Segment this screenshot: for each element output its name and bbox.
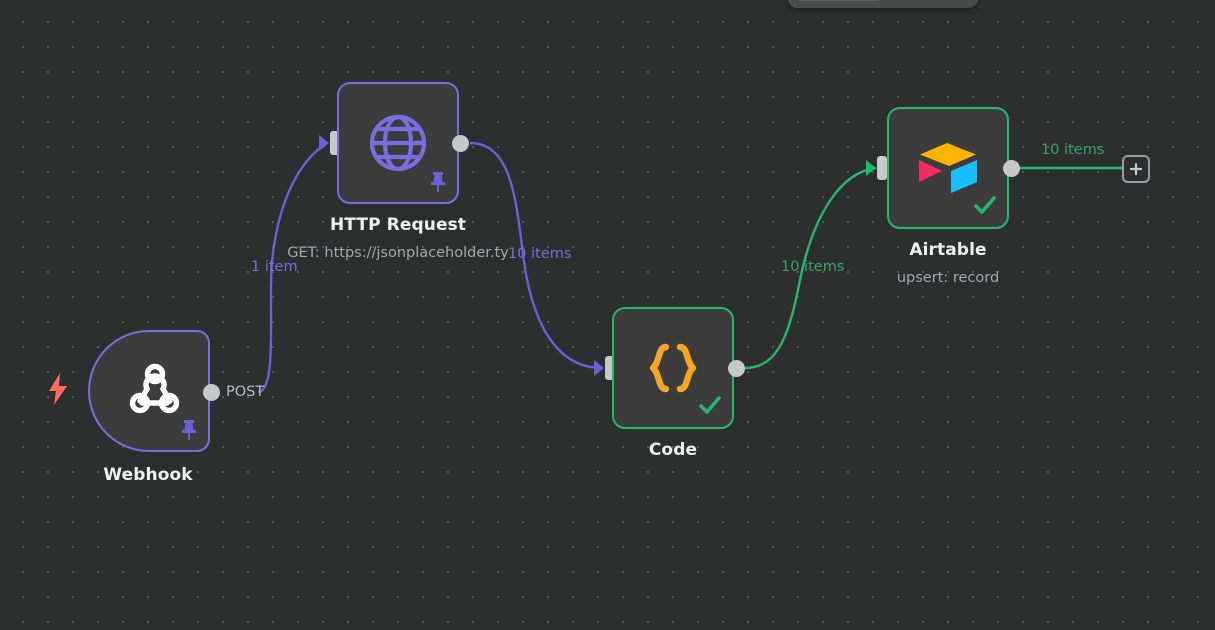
globe-icon bbox=[339, 84, 457, 202]
trigger-bolt-icon bbox=[46, 372, 70, 406]
node-label-http-request: HTTP Request bbox=[329, 215, 467, 235]
pin-icon[interactable] bbox=[180, 419, 198, 444]
airtable-icon bbox=[889, 109, 1007, 227]
node-label-code: Code bbox=[648, 440, 698, 460]
code-input-arrow bbox=[594, 360, 604, 376]
toolbar-pill bbox=[798, 0, 880, 1]
airtable-output-handle[interactable] bbox=[1003, 160, 1020, 177]
http-input-handle[interactable] bbox=[330, 131, 340, 155]
node-webhook[interactable] bbox=[88, 330, 210, 452]
node-sublabel-http-request: GET: https://jsonplaceholder.ty bbox=[287, 245, 509, 261]
pin-icon[interactable] bbox=[429, 171, 447, 196]
http-input-arrow bbox=[319, 135, 329, 151]
node-label-airtable: Airtable bbox=[909, 240, 987, 260]
edge-label-code-to-airtable: 10 items bbox=[781, 259, 845, 275]
webhook-output-handle[interactable] bbox=[203, 384, 220, 401]
edge-label-webhook-out: POST bbox=[226, 384, 265, 400]
add-node-button[interactable] bbox=[1122, 155, 1150, 183]
success-check-icon bbox=[699, 396, 721, 419]
edge-label-http-to-code: 10 items bbox=[508, 246, 572, 262]
node-airtable[interactable] bbox=[887, 107, 1009, 229]
code-input-handle[interactable] bbox=[605, 356, 615, 380]
node-label-webhook: Webhook bbox=[103, 465, 193, 485]
success-check-icon bbox=[974, 196, 996, 219]
node-sublabel-airtable: upsert: record bbox=[896, 270, 1000, 286]
floating-toolbar-panel[interactable] bbox=[788, 0, 978, 8]
airtable-input-arrow bbox=[866, 160, 876, 176]
node-http-request[interactable] bbox=[337, 82, 459, 204]
airtable-input-handle[interactable] bbox=[877, 156, 887, 180]
code-output-handle[interactable] bbox=[728, 360, 745, 377]
curly-braces-icon bbox=[614, 309, 732, 427]
edge-label-airtable-to-plus: 10 items bbox=[1041, 142, 1105, 158]
node-code[interactable] bbox=[612, 307, 734, 429]
edge-label-webhook-to-http: 1 item bbox=[251, 259, 298, 275]
http-output-handle[interactable] bbox=[452, 135, 469, 152]
webhook-icon bbox=[90, 332, 208, 450]
